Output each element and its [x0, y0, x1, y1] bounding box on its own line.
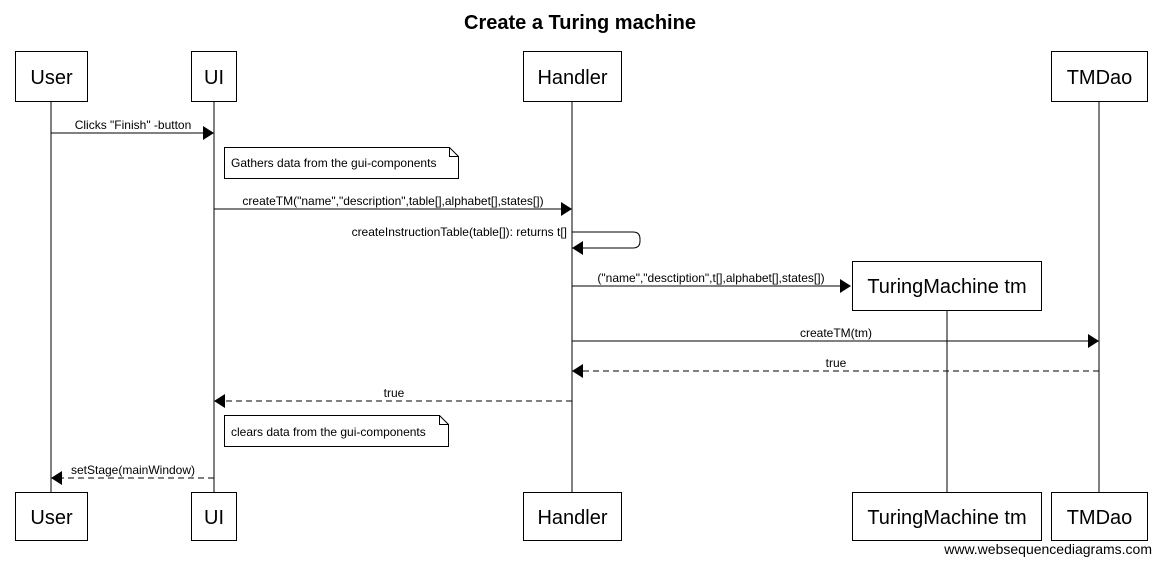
participant-label: User	[30, 67, 73, 89]
note-label: clears data from the gui-components	[231, 425, 426, 439]
arrowhead	[51, 471, 62, 485]
watermark-text[interactable]: www.websequencediagrams.com	[943, 541, 1152, 557]
arrowhead	[840, 279, 851, 293]
participant-label: UI	[204, 507, 224, 529]
note-label: Gathers data from the gui-components	[231, 156, 436, 170]
participant-label: TuringMachine tm	[867, 507, 1026, 529]
participant-top-ui: UI	[191, 51, 237, 102]
participant-label: TuringMachine tm	[867, 276, 1026, 298]
message-label: createTM("name","description",table[],al…	[242, 194, 543, 208]
participant-bottom-ui: UI	[191, 492, 237, 541]
message-create-instruction-table: createInstructionTable(table[]): returns…	[352, 225, 641, 255]
message-create-turing-machine: ("name","desctiption",t[],alphabet[],sta…	[572, 271, 851, 293]
message-label: Clicks "Finish" -button	[75, 118, 192, 132]
participant-label: TMDao	[1067, 507, 1133, 529]
participant-bottom-user: User	[15, 492, 88, 541]
participant-top-tmdao: TMDao	[1051, 51, 1148, 102]
participant-top-user: User	[15, 51, 88, 102]
participant-label: Handler	[537, 507, 607, 529]
message-label: true	[384, 386, 405, 400]
participant-created-turing-machine: TuringMachine tm	[852, 261, 1042, 311]
message-create-tm-dao: createTM(tm)	[572, 326, 1099, 348]
participant-top-handler: Handler	[523, 51, 622, 102]
arrowhead	[203, 126, 214, 140]
arrowhead	[214, 394, 225, 408]
arrowhead	[572, 364, 583, 378]
message-label: createTM(tm)	[800, 326, 872, 340]
message-set-stage: setStage(mainWindow)	[51, 463, 214, 485]
note-gathers-data: Gathers data from the gui-components	[224, 147, 459, 179]
message-return-true-handler: true	[214, 386, 572, 408]
message-label: createInstructionTable(table[]): returns…	[352, 225, 567, 239]
message-clicks-finish: Clicks "Finish" -button	[51, 118, 214, 140]
participant-bottom-tmdao: TMDao	[1051, 492, 1148, 541]
message-label: setStage(mainWindow)	[71, 463, 195, 477]
arrowhead	[1088, 334, 1099, 348]
participant-label: UI	[204, 67, 224, 89]
participant-label: TMDao	[1067, 67, 1133, 89]
message-label: ("name","desctiption",t[],alphabet[],sta…	[597, 271, 824, 285]
participant-bottom-handler: Handler	[523, 492, 622, 541]
arrowhead	[572, 241, 583, 255]
note-clears-data: clears data from the gui-components	[224, 415, 449, 447]
participant-bottom-turing-machine: TuringMachine tm	[852, 492, 1042, 541]
participant-label: User	[30, 507, 73, 529]
message-label: true	[826, 356, 847, 370]
message-create-tm-ui: createTM("name","description",table[],al…	[214, 194, 572, 216]
arrowhead	[561, 202, 572, 216]
participant-label: Handler	[537, 67, 607, 89]
message-return-true-dao: true	[572, 356, 1099, 378]
diagram-title: Create a Turing machine	[464, 12, 696, 34]
